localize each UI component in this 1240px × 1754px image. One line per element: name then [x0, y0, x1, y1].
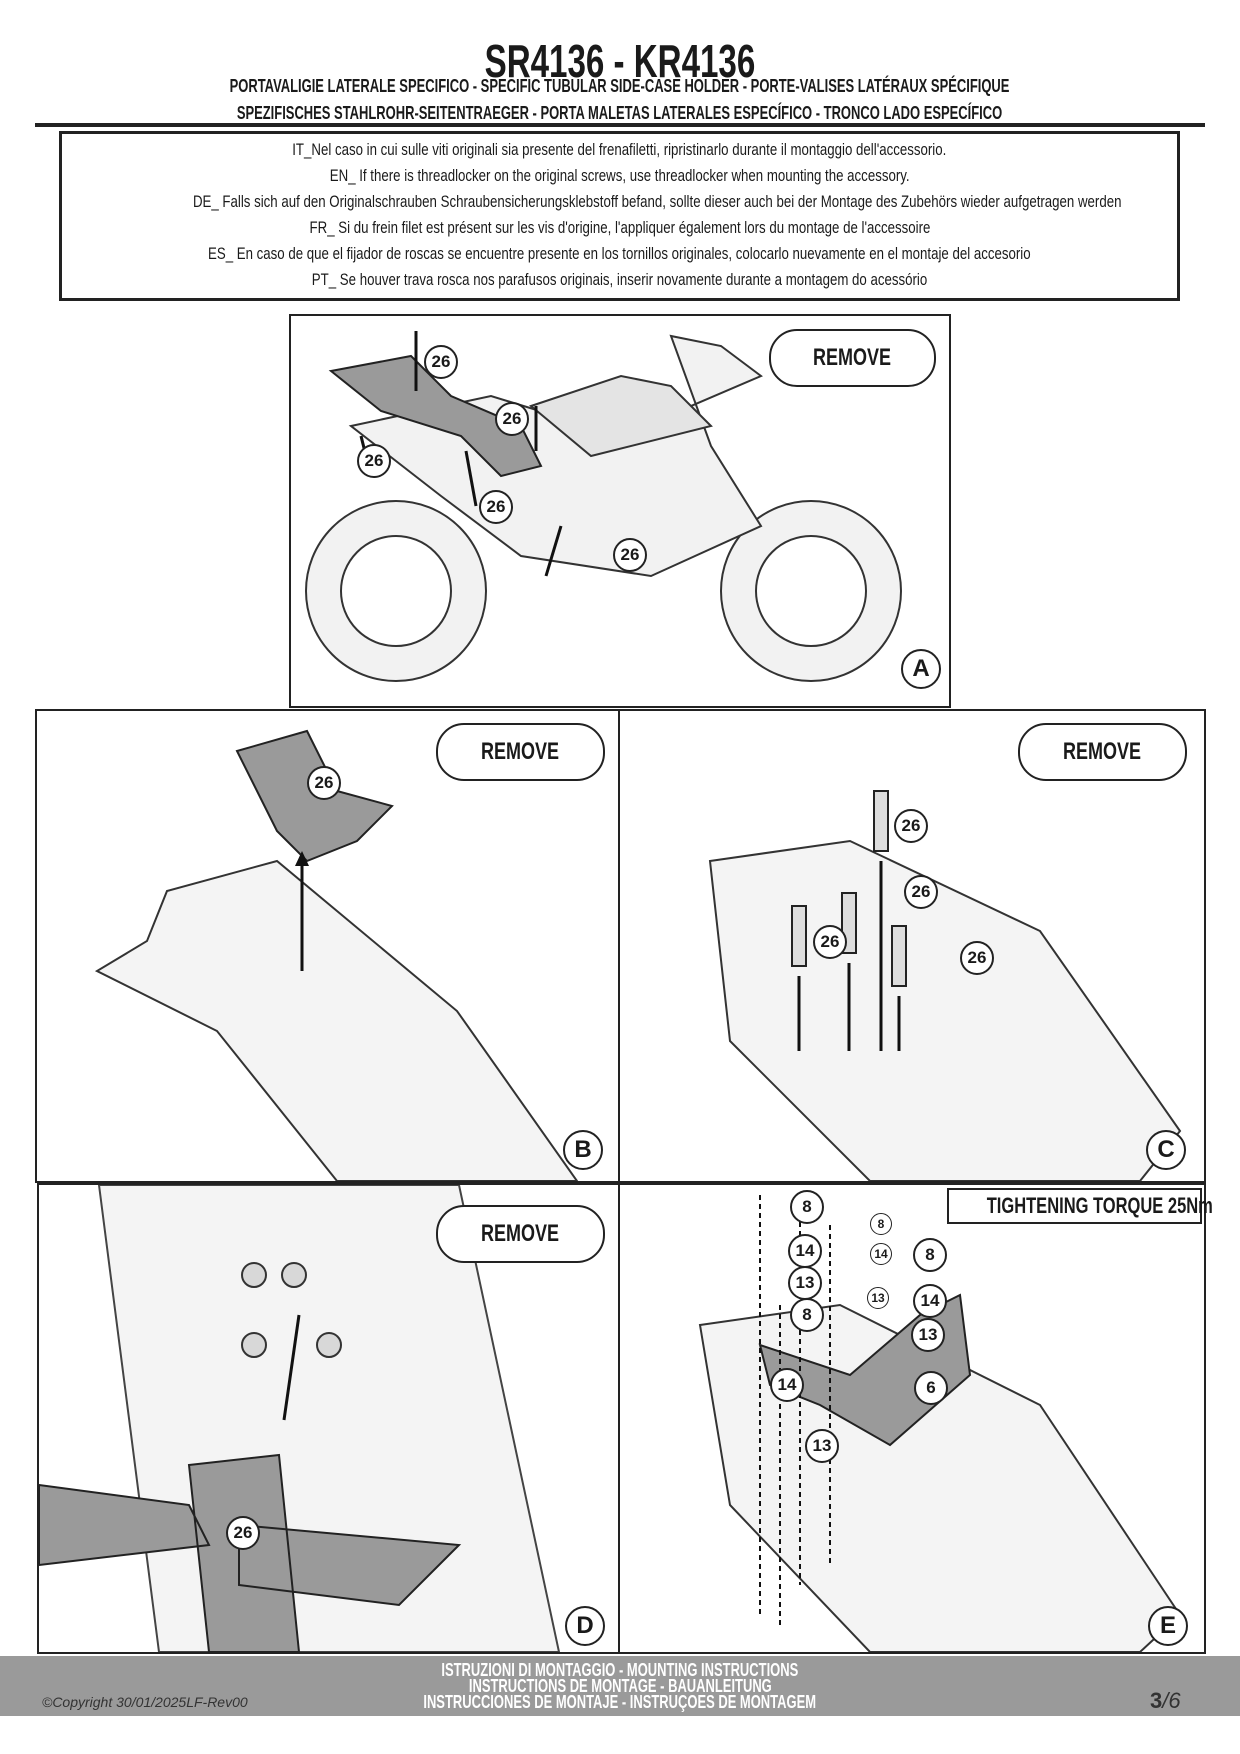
callout-26: 26	[357, 444, 391, 478]
panel-a-motorcycle: 26 26 26 26 26 REMOVE A	[289, 314, 951, 708]
tightening-torque-label: TIGHTENING TORQUE 25Nm	[947, 1188, 1213, 1224]
remove-label: REMOVE	[436, 1205, 605, 1263]
callout-14: 14	[913, 1284, 947, 1318]
callout-13: 13	[788, 1266, 822, 1300]
callout-14: 14	[770, 1368, 804, 1402]
footer-line-2: INSTRUCTIONS DE MONTAGE - BAUANLEITUNG	[468, 1676, 772, 1696]
license-bracket-illustration	[39, 1185, 561, 1652]
remove-label: REMOVE	[769, 329, 936, 387]
callout-14: 14	[788, 1234, 822, 1268]
note-it: IT_Nel caso in cui sulle viti originali …	[292, 140, 947, 159]
callout-14: 14	[870, 1243, 892, 1265]
step-letter-c: C	[1146, 1130, 1186, 1170]
note-de: DE_ Falls sich auf den Originalschrauben…	[192, 192, 1122, 211]
callout-26: 26	[307, 766, 341, 800]
copyright: ©Copyright 30/01/2025LF-Rev00	[42, 1694, 248, 1710]
step-letter-d: D	[565, 1606, 605, 1646]
note-es: ES_ En caso de que el fijador de roscas …	[208, 244, 1031, 263]
frame-screws-illustration	[708, 790, 1182, 1181]
callout-8: 8	[790, 1190, 824, 1224]
panel-c-screws: 26 26 26 26 REMOVE C	[618, 709, 1206, 1183]
step-letter-e: E	[1148, 1606, 1188, 1646]
callout-26: 26	[479, 490, 513, 524]
footer-bar: ISTRUZIONI DI MONTAGGIO - MOUNTING INSTR…	[0, 1656, 1240, 1716]
subtitle-line-1: PORTAVALIGIE LATERALE SPECIFICO - SPECIF…	[230, 76, 1010, 96]
panel-b-rear-cover: 26 REMOVE B	[35, 709, 620, 1183]
callout-26: 26	[894, 809, 928, 843]
remove-label: REMOVE	[436, 723, 605, 781]
step-letter-a: A	[901, 649, 941, 689]
panel-e-bracket-mounting: 8 8 14 14 8 13 13 14 8 13 14 6 13 E	[618, 1183, 1206, 1654]
callout-13: 13	[911, 1318, 945, 1352]
callout-8: 8	[870, 1213, 892, 1235]
callout-26: 26	[424, 345, 458, 379]
callout-26: 26	[226, 1516, 260, 1550]
subtitle-line-2: SPEZIFISCHES STAHLROHR-SEITENTRAEGER - P…	[237, 103, 1003, 123]
header-divider	[35, 123, 1205, 127]
footer-line-3: INSTRUCCIONES DE MONTAJE - INSTRUÇOES DE…	[423, 1692, 817, 1712]
callout-6: 6	[914, 1371, 948, 1405]
note-pt: PT_ Se houver trava rosca nos parafusos …	[311, 270, 928, 289]
callout-26: 26	[495, 402, 529, 436]
motorcycle-illustration	[305, 331, 902, 682]
page-number: 3/6	[1150, 1688, 1181, 1713]
threadlocker-notes-box: IT_Nel caso in cui sulle viti originali …	[59, 131, 1180, 301]
panel-d-license-bracket: 26 REMOVE D	[37, 1183, 620, 1654]
note-en: EN_ If there is threadlocker on the orig…	[329, 166, 910, 185]
callout-8: 8	[790, 1298, 824, 1332]
callout-26: 26	[613, 538, 647, 572]
bracket-mount-illustration	[698, 1195, 1182, 1652]
footer-line-1: ISTRUZIONI DI MONTAGGIO - MOUNTING INSTR…	[441, 1660, 799, 1680]
step-letter-b: B	[563, 1130, 603, 1170]
note-fr: FR_ Si du frein filet est présent sur le…	[309, 218, 930, 237]
callout-26: 26	[813, 925, 847, 959]
callout-13: 13	[805, 1429, 839, 1463]
callout-8: 8	[913, 1238, 947, 1272]
callout-26: 26	[960, 941, 994, 975]
remove-label: REMOVE	[1018, 723, 1187, 781]
callout-26: 26	[904, 875, 938, 909]
callout-13: 13	[867, 1287, 889, 1309]
page-title: SR4136 - KR4136	[484, 35, 756, 87]
